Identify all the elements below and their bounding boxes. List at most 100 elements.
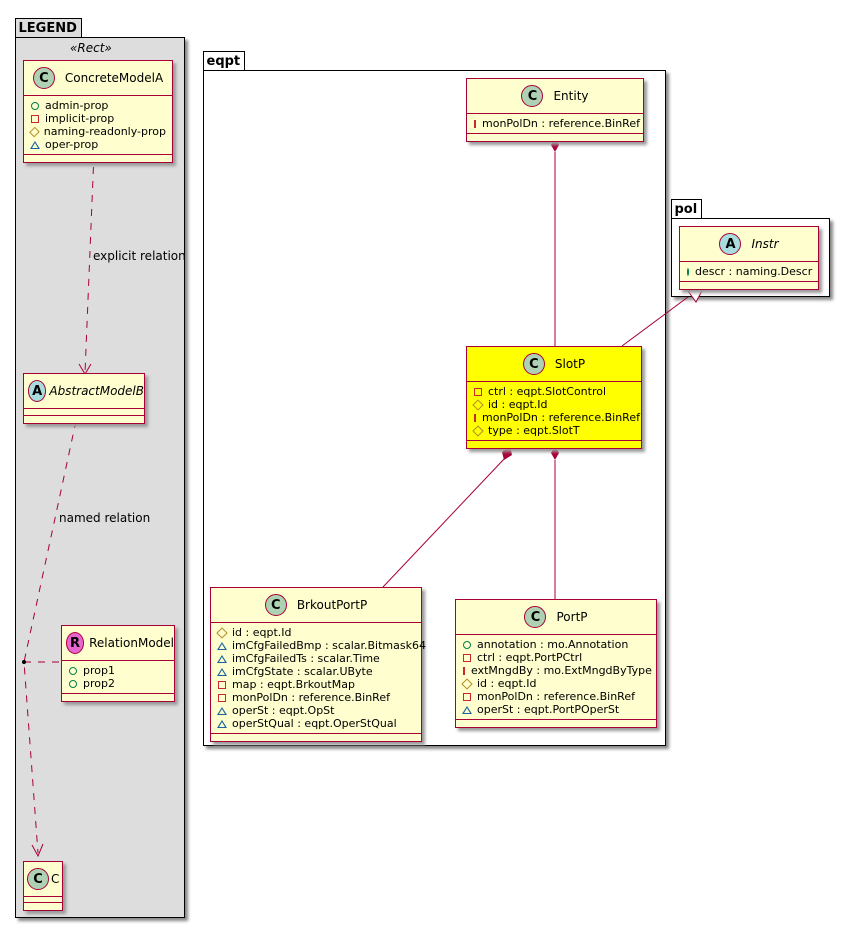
- attribute-row: monPolDn : reference.BinRef: [473, 411, 640, 424]
- named-relation-label: named relation: [59, 511, 151, 525]
- attribute-row: operSt : eqpt.OpSt: [217, 704, 415, 717]
- attribute-row: ctrl : eqpt.PortPCtrl: [462, 651, 650, 664]
- attribute-text: imCfgFailedTs : scalar.Time: [232, 652, 380, 665]
- class-badge-icon: C: [522, 353, 545, 375]
- attribute-row: oper-prop: [30, 138, 166, 151]
- explicit-relation-edge: [84, 152, 95, 374]
- attribute-row: annotation : mo.Annotation: [462, 638, 650, 651]
- private-visibility-icon: [463, 692, 471, 701]
- class-name: BrkoutPortP: [296, 598, 368, 612]
- public-visibility-icon: [69, 679, 77, 688]
- attribute-text: operStQual : eqpt.OperStQual: [232, 717, 397, 730]
- attribute-text: type : eqpt.SlotT: [488, 424, 580, 437]
- pol-package-tab: pol: [670, 199, 703, 218]
- eqpt-package-tab: eqpt: [202, 51, 246, 70]
- attribute-text: id : eqpt.Id: [477, 677, 537, 690]
- legend-stereotype: «Rect»: [70, 41, 112, 55]
- attribute-row: type : eqpt.SlotT: [472, 424, 635, 437]
- portp-class[interactable]: C PortP annotation : mo.Annotation ctrl :…: [455, 599, 657, 728]
- protected-visibility-icon: [29, 126, 40, 137]
- private-visibility-icon: [463, 666, 465, 675]
- class-name: SlotP: [554, 357, 586, 371]
- class-badge-icon: C: [521, 85, 544, 107]
- legend-package-tab: LEGEND: [14, 18, 82, 37]
- attribute-row: monPolDn : reference.BinRef: [217, 691, 415, 704]
- attribute-text: operSt : eqpt.PortPOperSt: [477, 703, 620, 716]
- protected-visibility-icon: [472, 398, 484, 411]
- class-name: ConcreteModelA: [64, 71, 164, 85]
- attribute-text: prop1: [83, 664, 115, 677]
- package-visibility-icon: [217, 667, 227, 676]
- slotp-instr-edge: [621, 296, 689, 347]
- attribute-row: descr : naming.Descr: [686, 265, 812, 278]
- package-visibility-icon: [30, 140, 40, 149]
- attribute-row: monPolDn : reference.BinRef: [462, 690, 650, 703]
- class-badge-icon: C: [32, 67, 55, 89]
- attribute-row: map : eqpt.BrkoutMap: [217, 678, 415, 691]
- slotp-brkout-composition-diamond: [502, 446, 512, 460]
- attribute-row: id : eqpt.Id: [472, 398, 635, 411]
- relation-junction-dot: [22, 660, 26, 664]
- attribute-text: extMngdBy : mo.ExtMngdByType: [471, 664, 652, 677]
- private-visibility-icon: [31, 114, 39, 123]
- slotp-class[interactable]: C SlotP ctrl : eqpt.SlotControl id : eqpt…: [466, 346, 642, 449]
- attribute-row: imCfgFailedBmp : scalar.Bitmask64: [217, 639, 426, 652]
- attribute-row: extMngdBy : mo.ExtMngdByType: [462, 664, 652, 677]
- public-visibility-icon: [69, 666, 77, 675]
- private-visibility-icon: [474, 413, 476, 422]
- public-visibility-icon: [31, 101, 39, 110]
- attribute-row: admin-prop: [30, 99, 166, 112]
- public-visibility-icon: [687, 267, 689, 276]
- package-visibility-icon: [217, 654, 227, 663]
- attribute-text: map : eqpt.BrkoutMap: [232, 678, 355, 691]
- attribute-row: prop1: [68, 664, 168, 677]
- abstract-badge-icon: A: [719, 233, 742, 255]
- protected-visibility-icon: [461, 677, 473, 690]
- attribute-row: ctrl : eqpt.SlotControl: [473, 385, 635, 398]
- private-visibility-icon: [474, 387, 482, 396]
- attribute-text: monPolDn : reference.BinRef: [477, 690, 635, 703]
- legend-package: LEGEND «Rect»: [14, 18, 185, 918]
- package-visibility-icon: [462, 705, 472, 714]
- attribute-text: naming-readonly-prop: [43, 125, 166, 138]
- protected-visibility-icon: [472, 424, 484, 437]
- concrete-model-a-class[interactable]: C ConcreteModelA admin-prop implicit-prop…: [23, 60, 173, 163]
- attribute-text: id : eqpt.Id: [488, 398, 548, 411]
- abstract-badge-icon: A: [28, 380, 47, 402]
- attribute-text: annotation : mo.Annotation: [477, 638, 629, 651]
- class-badge-icon: C: [524, 606, 547, 628]
- attribute-row: prop2: [68, 677, 168, 690]
- slotp-brkoutportp-edge: [382, 457, 506, 588]
- attribute-row: operStQual : eqpt.OperStQual: [217, 717, 415, 730]
- attribute-row: operSt : eqpt.PortPOperSt: [462, 703, 650, 716]
- package-visibility-icon: [217, 641, 227, 650]
- attribute-row: naming-readonly-prop: [29, 125, 166, 138]
- attribute-row: id : eqpt.Id: [216, 626, 415, 639]
- attribute-text: monPolDn : reference.BinRef: [482, 411, 640, 424]
- attribute-row: implicit-prop: [30, 112, 166, 125]
- explicit-relation-label: explicit relation: [93, 249, 186, 263]
- attribute-text: prop2: [83, 677, 115, 690]
- attribute-row: monPolDn : reference.BinRef: [473, 117, 640, 130]
- named-relation-arrowhead: [31, 843, 44, 858]
- instr-class[interactable]: A Instr descr : naming.Descr: [679, 226, 819, 290]
- class-name: PortP: [556, 610, 588, 624]
- public-visibility-icon: [463, 640, 471, 649]
- protected-visibility-icon: [216, 626, 228, 639]
- class-badge-icon: C: [27, 868, 49, 890]
- attribute-row: id : eqpt.Id: [461, 677, 650, 690]
- attribute-text: monPolDn : reference.BinRef: [482, 117, 640, 130]
- package-visibility-icon: [217, 706, 227, 715]
- private-visibility-icon: [463, 653, 471, 662]
- attribute-text: admin-prop: [45, 99, 109, 112]
- class-name: Instr: [751, 237, 779, 251]
- attribute-text: imCfgState : scalar.UByte: [232, 665, 373, 678]
- class-name: C: [51, 872, 60, 886]
- class-name: AbstractModelB: [49, 384, 144, 398]
